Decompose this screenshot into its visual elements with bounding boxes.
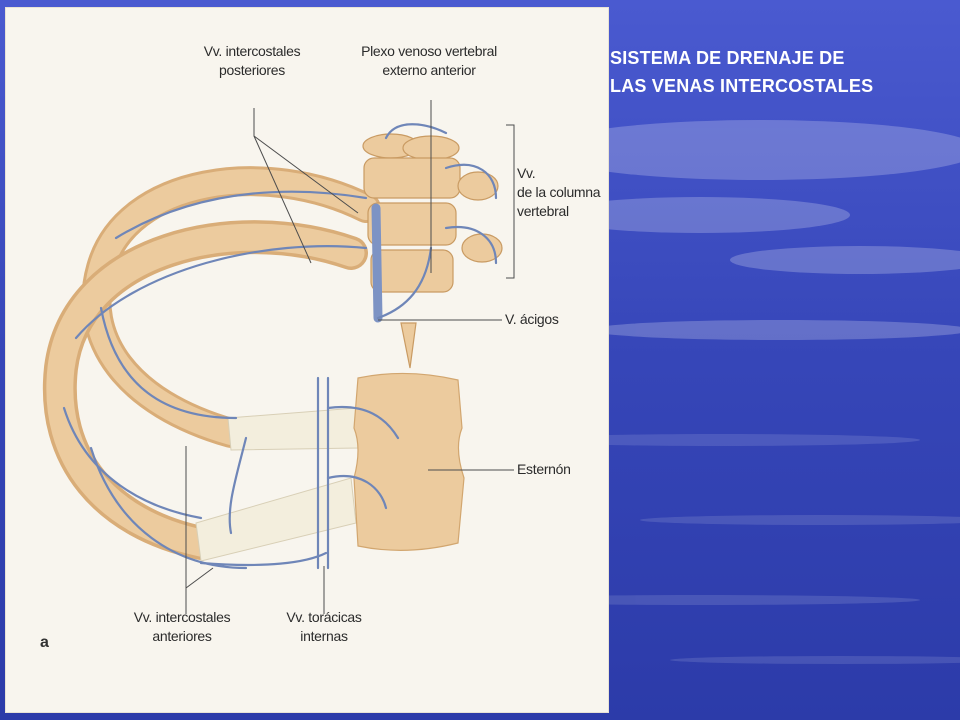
label-internal-thoracic-veins: Vv. torácicas internas [286, 609, 362, 644]
label-sternum: Esternón [517, 461, 571, 477]
costal-cartilage-upper [227, 407, 359, 451]
label-anterior-intercostal-veins: Vv. intercostales anteriores [133, 609, 231, 644]
slide-title-line-1: SISTEMA DE DRENAJE DE [610, 48, 845, 68]
costal-cartilage-lower [195, 477, 357, 562]
sternum-bone [353, 372, 465, 551]
thorax-illustration [42, 100, 515, 614]
leader-lines [185, 100, 515, 614]
label-posterior-intercostal-veins: Vv. intercostales posteriores [203, 43, 301, 78]
slide-title-line-2: LAS VENAS INTERCOSTALES [610, 76, 874, 96]
label-azygos-vein: V. ácigos [505, 311, 559, 327]
vertebral-column [362, 133, 503, 369]
slide-title: SISTEMA DE DRENAJE DE LAS VENAS INTERCOS… [610, 44, 873, 100]
label-vertebral-venous-plexus: Plexo venoso vertebral externo anterior [361, 43, 497, 78]
azygos-vein [371, 203, 383, 323]
label-vertebral-column-veins: Vv. de la columna vertebral [517, 165, 601, 219]
figure-panel-letter: a [40, 634, 49, 651]
anatomy-figure-panel: Vv. intercostales posteriores Plexo veno… [6, 8, 608, 712]
veins [62, 123, 498, 570]
